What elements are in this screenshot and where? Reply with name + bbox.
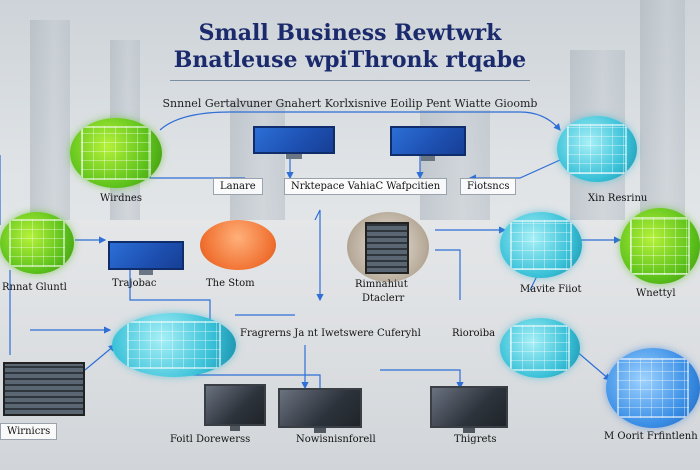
server-room-node[interactable] (347, 212, 429, 282)
label-foitl: Foitl Dorewerss (170, 434, 251, 445)
label-wirnicrs: Wirnicrs (0, 423, 58, 440)
label-center-bar: Fragrerns Ja nt Iwetswere Cuferyhl (240, 328, 421, 339)
cyan-network-node[interactable] (500, 318, 580, 378)
link (159, 111, 561, 131)
cyan-network-node[interactable] (500, 212, 582, 278)
workstation-screen-icon[interactable] (278, 388, 362, 433)
link (149, 165, 245, 179)
link (84, 344, 116, 371)
server-appliance-icon[interactable] (3, 362, 85, 416)
label-the-stom: The Stom (206, 278, 255, 289)
orange-network-node[interactable] (200, 220, 276, 270)
green-network-node[interactable] (0, 212, 74, 274)
diagram-title-line-1: Small Business Rewtwrk (198, 20, 502, 46)
cyan-network-node[interactable] (557, 116, 637, 182)
skyline-building (640, 0, 685, 220)
link (129, 270, 211, 325)
link (574, 349, 611, 381)
label-xin-resrinu: Xin Resrinu (588, 193, 648, 204)
title-divider (170, 80, 530, 81)
label-thigrets: Thigrets (454, 434, 497, 445)
monitor-icon (108, 241, 184, 275)
label-top-center: Nrktepace VahiaC Wafpcitien (284, 178, 448, 195)
link (314, 209, 324, 302)
label-rioroiba: Rioroiba (452, 328, 496, 339)
cyan-network-hub[interactable] (112, 313, 236, 377)
link (435, 249, 461, 300)
label-nowisn: Nowisnisnforell (296, 434, 376, 445)
label-lanare: Lanare (213, 178, 263, 195)
skyline-building (30, 20, 70, 220)
green-network-node[interactable] (620, 208, 700, 284)
green-network-node[interactable] (70, 118, 162, 188)
link (468, 159, 561, 182)
monitor-icon (390, 126, 466, 161)
skyline-building (230, 100, 285, 220)
label-wnettyl: Wnettyl (636, 288, 676, 299)
diagram-subtitle: Snnnel Gertalvuner Gnahert Korlxisnive E… (162, 97, 538, 110)
workstation-screen-icon[interactable] (430, 386, 508, 433)
monitor-icon (253, 126, 335, 159)
label-center-device: Rimnahiut (355, 279, 408, 290)
label-left-green: Rnnat Gluntl (2, 282, 67, 293)
label-top-right: Fiotsncs (460, 178, 517, 195)
link (380, 369, 464, 390)
server-rack-icon (365, 222, 409, 274)
label-trajobac: Trajobac (112, 278, 157, 289)
label-oorit: M Oorit Frfintlenh (604, 431, 698, 442)
workstation-screen-icon[interactable] (204, 384, 266, 431)
label-windes: Wirdnes (100, 193, 142, 204)
diagram-title-line-2: Bnatleuse wpiThronk rtqabe (173, 47, 527, 73)
blue-network-node[interactable] (606, 348, 700, 428)
label-center-device-2: Dtaclerr (362, 293, 405, 304)
label-mavite: Mavite Fiiot (520, 284, 582, 295)
